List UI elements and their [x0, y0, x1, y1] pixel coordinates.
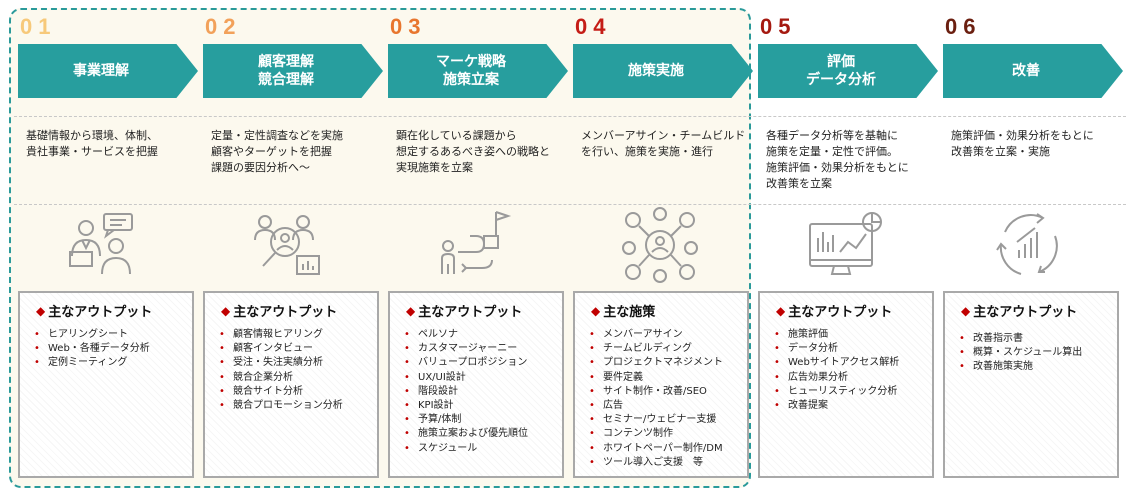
- list-item: サイト制作・改善/SEO: [589, 385, 747, 399]
- list-item: ホワイトペーパー制作/DM: [589, 442, 747, 456]
- step-arrow: 改善: [943, 44, 1123, 98]
- box-title: 主なアウトプット: [788, 305, 893, 320]
- diamond-icon: ◆: [776, 303, 786, 318]
- box-title: 主なアウトプット: [48, 305, 153, 320]
- box-title: 主な施策: [603, 305, 656, 320]
- step-title: 顧客理解 競合理解: [258, 54, 314, 88]
- list-item: 予算/体制: [404, 413, 562, 427]
- output-box: ◆主なアウトプット 施策評価 データ分析 Webサイトアクセス解析 広告効果分析…: [758, 291, 934, 478]
- list-item: Webサイトアクセス解析: [774, 356, 932, 370]
- list-item: ツール導入ご支援 等: [589, 456, 747, 470]
- list-item: バリュープロポジション: [404, 356, 562, 370]
- step-number: 03: [390, 14, 427, 39]
- diamond-icon: ◆: [591, 303, 601, 318]
- list-item: ヒューリスティック分析: [774, 385, 932, 399]
- step-title: 施策実施: [628, 63, 684, 79]
- output-box: ◆主なアウトプット 顧客情報ヒアリング 顧客インタビュー 受注・失注実績分析 競…: [203, 291, 379, 478]
- list-item: データ分析: [774, 342, 932, 356]
- list-item: 顧客情報ヒアリング: [219, 328, 377, 342]
- diamond-icon: ◆: [36, 303, 46, 318]
- list-item: 広告効果分析: [774, 371, 932, 385]
- list-item: 施策立案および優先順位: [404, 427, 562, 441]
- box-title: 主なアウトプット: [233, 305, 338, 320]
- improvement-cycle-icon: [996, 213, 1058, 275]
- list-item: 要件定義: [589, 371, 747, 385]
- step-number: 06: [945, 14, 982, 39]
- output-box: ◆主なアウトプット 改善指示書 概算・スケジュール算出 改善施策実施: [943, 291, 1119, 478]
- list-item: 改善指示書: [959, 332, 1117, 346]
- step-6: 06 改善 施策評価・効果分析をもとに 改善策を立案・実施 ◆主なアウトプット …: [939, 0, 1124, 496]
- step-description: 施策評価・効果分析をもとに 改善策を立案・実施: [951, 129, 1094, 158]
- diamond-icon: ◆: [221, 303, 231, 318]
- step-description: 顕在化している課題から 想定するあるべき姿への戦略と 実現施策を立案: [396, 129, 550, 174]
- box-title: 主なアウトプット: [973, 305, 1078, 320]
- step-arrow: 施策実施: [573, 44, 753, 98]
- list-item: 改善施策実施: [959, 360, 1117, 374]
- path-to-goal-icon: [441, 211, 512, 274]
- step-2: 02 顧客理解 競合理解 定量・定性調査などを実施 顧客やターゲットを把握 課題…: [199, 0, 384, 496]
- list-item: 競合プロモーション分析: [219, 399, 377, 413]
- output-box: ◆主なアウトプット ヒアリングシート Web・各種データ分析 定例ミーティング: [18, 291, 194, 478]
- step-number: 01: [20, 14, 57, 39]
- user-research-icon: [254, 215, 320, 275]
- step-arrow: 評価 データ分析: [758, 44, 938, 98]
- list-item: チームビルディング: [589, 342, 747, 356]
- list-item: 階段設計: [404, 385, 562, 399]
- step-4: 04 施策実施 メンバーアサイン・チームビルド を行い、施策を実施・進行 ◆主な…: [569, 0, 754, 496]
- step-description: 各種データ分析等を基軸に 施策を定量・定性で評価。 施策評価・効果分析をもとに …: [766, 129, 909, 190]
- list-item: 定例ミーティング: [34, 356, 192, 370]
- diamond-icon: ◆: [961, 303, 971, 318]
- list-item: 競合サイト分析: [219, 385, 377, 399]
- list-item: Web・各種データ分析: [34, 342, 192, 356]
- step-title: マーケ戦略 施策立案: [436, 54, 506, 88]
- divider-bottom: [14, 204, 1126, 205]
- output-box: ◆主なアウトプット ペルソナ カスタマージャーニー バリュープロポジション UX…: [388, 291, 564, 478]
- list-item: カスタマージャーニー: [404, 342, 562, 356]
- list-item: ペルソナ: [404, 328, 562, 342]
- divider-top: [14, 116, 1126, 117]
- list-item: メンバーアサイン: [589, 328, 747, 342]
- step-number: 05: [760, 14, 797, 39]
- diamond-icon: ◆: [406, 303, 416, 318]
- list-item: 施策評価: [774, 328, 932, 342]
- list-item: KPI設計: [404, 399, 562, 413]
- step-arrow: 事業理解: [18, 44, 198, 98]
- list-item: プロジェクトマネジメント: [589, 356, 747, 370]
- list-item: 概算・スケジュール算出: [959, 346, 1117, 360]
- step-3: 03 マーケ戦略 施策立案 顕在化している課題から 想定するあるべき姿への戦略と…: [384, 0, 569, 496]
- step-number: 02: [205, 14, 242, 39]
- analytics-dashboard-icon: [809, 212, 882, 275]
- output-box: ◆主な施策 メンバーアサイン チームビルディング プロジェクトマネジメント 要件…: [573, 291, 749, 478]
- list-item: 改善提案: [774, 399, 932, 413]
- list-item: セミナー/ウェビナー支援: [589, 413, 747, 427]
- list-item: コンテンツ制作: [589, 427, 747, 441]
- list-item: 受注・失注実績分析: [219, 356, 377, 370]
- list-item: 広告: [589, 399, 747, 413]
- step-description: 定量・定性調査などを実施 顧客やターゲットを把握 課題の要因分析へ〜: [211, 129, 343, 174]
- step-5: 05 評価 データ分析 各種データ分析等を基軸に 施策を定量・定性で評価。 施策…: [754, 0, 939, 496]
- step-title: 評価 データ分析: [806, 54, 876, 88]
- step-number: 04: [575, 14, 612, 39]
- consultation-icon: [69, 213, 133, 275]
- step-title: 改善: [1012, 63, 1040, 79]
- step-title: 事業理解: [73, 63, 129, 79]
- step-description: メンバーアサイン・チームビルド を行い、施策を実施・進行: [581, 129, 746, 158]
- list-item: スケジュール: [404, 442, 562, 456]
- list-item: 競合企業分析: [219, 371, 377, 385]
- list-item: 顧客インタビュー: [219, 342, 377, 356]
- step-1: 01 事業理解 基礎情報から環境、体制、 貴社事業・サービスを把握 ◆主なアウト…: [14, 0, 199, 496]
- list-item: UX/UI設計: [404, 371, 562, 385]
- step-arrow: マーケ戦略 施策立案: [388, 44, 568, 98]
- box-title: 主なアウトプット: [418, 305, 523, 320]
- list-item: ヒアリングシート: [34, 328, 192, 342]
- step-arrow: 顧客理解 競合理解: [203, 44, 383, 98]
- team-network-icon: [622, 207, 698, 283]
- step-description: 基礎情報から環境、体制、 貴社事業・サービスを把握: [26, 129, 158, 158]
